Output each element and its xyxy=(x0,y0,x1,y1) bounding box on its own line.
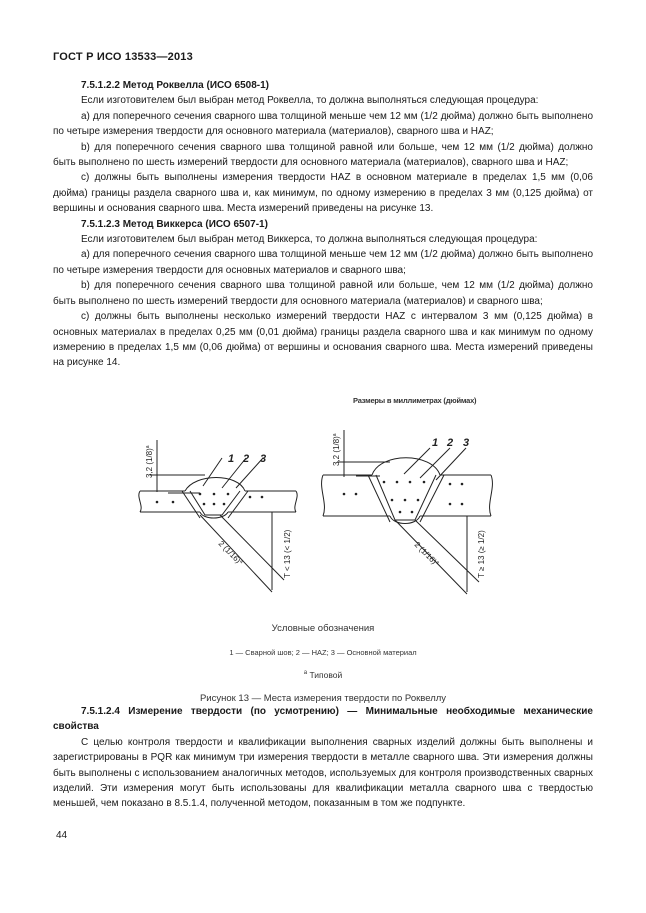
legend-title: Условные обозначения xyxy=(271,623,375,634)
leader-3 xyxy=(435,447,467,481)
thickness-label: T ≥ 13 (≥ 1/2) xyxy=(477,530,486,578)
label-base-material: 3 xyxy=(463,437,469,449)
break-line-left xyxy=(321,474,325,517)
paragraph: Если изготовителем был выбран метод Викк… xyxy=(81,234,538,246)
plate-outline xyxy=(140,490,296,513)
section-heading: 7.5.1.2.4 Измерение твердости (по усмотр… xyxy=(53,706,593,733)
figure-units-note: Размеры в миллиметрах (дюймах) xyxy=(353,396,477,405)
plate-outline xyxy=(323,474,491,517)
leader-1 xyxy=(202,457,223,487)
haz-boundary xyxy=(367,474,445,523)
paragraph: b) для поперечного сечения сварного шва … xyxy=(53,280,593,307)
haz-boundary xyxy=(181,490,249,519)
paragraph: b) для поперечного сечения сварного шва … xyxy=(53,141,593,169)
weld-fusion-line xyxy=(189,490,241,516)
leader-line xyxy=(199,514,273,593)
paragraph: Если изготовителем был выбран метод Рокв… xyxy=(81,95,539,107)
paragraph: с) должны быть выполнены несколько измер… xyxy=(53,311,593,369)
weld-cap xyxy=(184,477,246,492)
left-measurement-points xyxy=(155,492,264,506)
page-number: 44 xyxy=(56,830,68,841)
thickness-label: T < 13 (< 1/2) xyxy=(283,529,292,578)
dim-side-label: 2 (1/16)a xyxy=(217,539,245,567)
figure-caption: Рисунок 13 — Места измерения твердости п… xyxy=(199,693,447,704)
label-base-material: 3 xyxy=(260,453,266,465)
label-haz: 2 xyxy=(242,453,249,465)
section-heading: 7.5.1.2.3 Метод Виккерса (ИСО 6507-1) xyxy=(81,218,268,230)
legend-items: 1 — Сварной шов; 2 — HAZ; 3 — Основной м… xyxy=(229,648,417,657)
leader-line xyxy=(394,519,468,595)
leader-3 xyxy=(235,457,264,489)
leader-line xyxy=(219,514,285,581)
paragraph: а) для поперечного сечения сварного шва … xyxy=(53,110,593,138)
footnote-mark: a xyxy=(303,670,308,677)
dim-top-label: 3,2 (1/8)a xyxy=(332,433,341,466)
leader-2 xyxy=(419,447,451,479)
label-weld: 1 xyxy=(432,437,438,449)
section-heading: 7.5.1.2.2 Метод Роквелла (ИСО 6508-1) xyxy=(81,80,269,91)
paragraph: С целью контроля твердости и квалификаци… xyxy=(53,736,593,810)
break-line-left xyxy=(138,490,142,513)
right-weld-diagram xyxy=(321,430,493,595)
footnote: a Типовой xyxy=(0,670,646,680)
section-optional: 7.5.1.2.4 Измерение твердости (по усмотр… xyxy=(53,704,593,812)
dim-side-label: 2 (1/16)a xyxy=(413,540,441,568)
leader-2 xyxy=(221,457,247,489)
weld-root xyxy=(199,511,229,519)
section-rockwell: 7.5.1.2.2 Метод Роквелла (ИСО 6508-1) Ес… xyxy=(53,78,593,371)
right-measurement-points xyxy=(342,480,464,514)
break-line-right xyxy=(294,490,298,513)
weld-root xyxy=(389,515,421,524)
label-haz: 2 xyxy=(446,437,453,449)
paragraph: с) должны быть выполнены измерения тверд… xyxy=(53,172,593,215)
break-line-right xyxy=(489,474,493,517)
left-weld-diagram xyxy=(138,440,298,593)
leader-line xyxy=(414,519,480,583)
paragraph: а) для поперечного сечения сварного шва … xyxy=(53,249,593,276)
dim-top-label: 3,2 (1/8)a xyxy=(145,445,154,478)
label-weld: 1 xyxy=(228,453,234,465)
footnote-text: Типовой xyxy=(309,670,343,680)
weld-fusion-line xyxy=(375,474,437,521)
weld-cap xyxy=(371,457,441,476)
leader-1 xyxy=(403,447,431,475)
document-header: ГОСТ Р ИСО 13533—2013 xyxy=(53,51,193,63)
